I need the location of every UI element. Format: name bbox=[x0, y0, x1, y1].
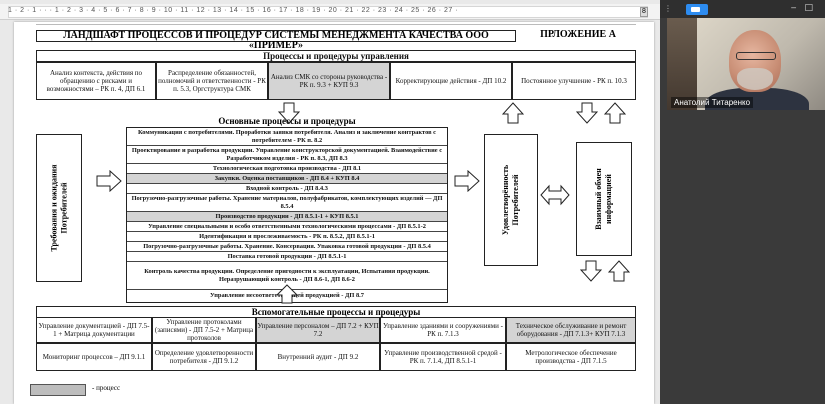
page-margin-line bbox=[36, 24, 636, 28]
support-bottom-3: Внутренний аудит - ДП 9.2 bbox=[256, 343, 380, 371]
video-topbar: ⋮ ‒□ bbox=[660, 0, 825, 18]
arrow-down-exchange-bottom bbox=[580, 260, 602, 282]
participant-name: Анатолий Титаренко bbox=[671, 97, 754, 108]
main-row-3: Технологическая подготовка производства … bbox=[127, 164, 447, 174]
customer-satisfaction-text: Удовлетворённость Потребителей bbox=[501, 164, 521, 236]
main-row-11: Поставка готовой продукции - ДП 8.5.1-1 bbox=[127, 252, 447, 262]
support-top-1: Управление документацией - ДП 7.5-1 + Ма… bbox=[36, 317, 152, 343]
arrow-right-output bbox=[454, 170, 480, 192]
main-process-stack: Коммуникация с потребителями. Проработки… bbox=[126, 127, 448, 303]
support-top-5: Техническое обслуживание и ремонт оборуд… bbox=[506, 317, 636, 343]
main-row-10: Погрузочно-разгрузочные работы. Хранение… bbox=[127, 242, 447, 252]
support-bottom-2: Определение удовлетворенности потребител… bbox=[152, 343, 256, 371]
arrow-down-main bbox=[278, 102, 300, 124]
support-bottom-4: Управление производственной средой - РК … bbox=[380, 343, 506, 371]
customer-requirements-text: Требования и ожидания Потребителей bbox=[49, 164, 69, 252]
arrow-down-exchange bbox=[576, 102, 598, 124]
document-page[interactable]: ЛАНДШАФТ ПРОЦЕССОВ И ПРОЦЕДУР СИСТЕМЫ МЕ… bbox=[14, 22, 654, 404]
legend-label: - процесс bbox=[92, 384, 121, 392]
support-heading: Вспомогательные процессы и процедуры bbox=[36, 306, 636, 318]
support-top-3: Управление персоналом – ДП 7.2 + КУП 7.2 bbox=[256, 317, 380, 343]
participant-beard bbox=[737, 68, 773, 90]
menu-dots-icon[interactable]: ⋮ bbox=[664, 4, 672, 13]
management-heading: Процессы и процедуры управления bbox=[36, 50, 636, 62]
main-row-8: Управление специальными и особо ответств… bbox=[127, 222, 447, 232]
support-bottom-1: Мониторинг процессов – ДП 9.1.1 bbox=[36, 343, 152, 371]
main-row-4: Закупки. Оценка поставщиков - ДП 8.4 + К… bbox=[127, 174, 447, 184]
document-title: ЛАНДШАФТ ПРОЦЕССОВ И ПРОЦЕДУР СИСТЕМЫ МЕ… bbox=[36, 30, 516, 51]
main-row-1: Коммуникация с потребителями. Проработки… bbox=[127, 128, 447, 146]
management-box-3: Анализ СМК со стороны руководства - РК п… bbox=[268, 62, 390, 100]
support-top-4: Управление зданиями и сооружениями - РК … bbox=[380, 317, 506, 343]
participant-body bbox=[705, 88, 809, 110]
customer-satisfaction-box: Удовлетворённость Потребителей bbox=[484, 134, 538, 266]
management-box-2: Распределение обязанностей, полномочий и… bbox=[156, 62, 268, 100]
customer-requirements-box: Требования и ожидания Потребителей bbox=[36, 134, 82, 282]
support-bottom-5: Метрологическое обеспечение производства… bbox=[506, 343, 636, 371]
main-row-2: Проектирование и разработка продукции. У… bbox=[127, 146, 447, 164]
video-shelf bbox=[667, 18, 697, 110]
arrow-up-support bbox=[276, 284, 298, 304]
camera-icon[interactable] bbox=[686, 4, 708, 15]
management-box-1: Анализ контекста, действия по обращению … bbox=[36, 62, 156, 100]
participant-glasses bbox=[736, 52, 776, 60]
participant-video[interactable]: Анатолий Титаренко bbox=[667, 18, 825, 110]
information-exchange-box: Взаимный обмен информацией bbox=[576, 142, 632, 256]
ruler-marks: 1 · 2 · 1 · · · 1 · 2 · 3 · 4 · 5 · 6 · … bbox=[8, 7, 459, 14]
arrow-right-input bbox=[96, 170, 122, 192]
word-editor: 1 · 2 · 1 · · · 1 · 2 · 3 · 4 · 5 · 6 · … bbox=[0, 0, 660, 404]
window-controls[interactable]: ‒□ bbox=[790, 3, 821, 13]
arrow-double-exchange bbox=[540, 184, 570, 206]
ruler-tab-stop[interactable]: 8 bbox=[640, 7, 648, 17]
arrow-up-satisfaction bbox=[502, 102, 524, 124]
management-box-4: Корректирующие действия - ДП 10.2 bbox=[390, 62, 512, 100]
main-row-6: Погрузочно-разгрузочные работы. Хранение… bbox=[127, 194, 447, 212]
main-row-9: Идентификация и прослеживаемость - РК п.… bbox=[127, 232, 447, 242]
horizontal-ruler[interactable]: 1 · 2 · 1 · · · 1 · 2 · 3 · 4 · 5 · 6 · … bbox=[0, 4, 660, 20]
management-box-5: Постоянное улучшение - РК п. 10.3 bbox=[512, 62, 636, 100]
main-row-7: Производство продукции - ДП 8.5.1-1 + КУ… bbox=[127, 212, 447, 222]
arrow-up-exchange-bottom bbox=[608, 260, 630, 282]
main-heading: Основные процессы и процедуры bbox=[218, 116, 356, 126]
information-exchange-text: Взаимный обмен информацией bbox=[594, 168, 613, 230]
support-top-2: Управление протоколами (записями) - ДП 7… bbox=[152, 317, 256, 343]
legend-swatch bbox=[30, 384, 86, 396]
arrow-up-exchange bbox=[604, 102, 626, 124]
main-row-5: Входной контроль - ДП 8.4.3 bbox=[127, 184, 447, 194]
appendix-label: ПРЛОЖЕНИЕ А bbox=[540, 29, 616, 40]
